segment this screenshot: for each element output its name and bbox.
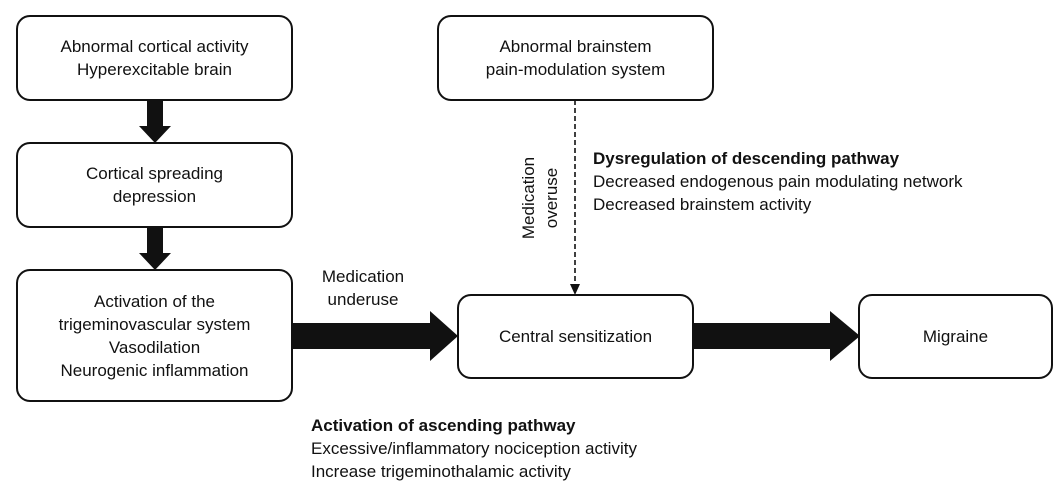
arrow-cortical-to-spreading <box>139 100 171 143</box>
annotation-title: Activation of ascending pathway <box>311 416 576 435</box>
annotation-line: Decreased endogenous pain modulating net… <box>593 172 963 191</box>
node-text-line: Hyperexcitable brain <box>77 60 232 79</box>
node-text-line: Abnormal cortical activity <box>60 37 249 56</box>
annotation-ascending-pathway: Activation of ascending pathway Excessiv… <box>311 414 637 483</box>
arrow-overuse-head <box>570 284 580 295</box>
annotation-title: Dysregulation of descending pathway <box>593 149 900 168</box>
node-central-sensitization: Central sensitization <box>457 294 694 379</box>
node-text-line: Cortical spreading <box>85 164 223 183</box>
arrow-spreading-to-trigeminovascular <box>139 228 171 270</box>
label-medication-underuse: Medication underuse <box>312 265 414 311</box>
node-text-line: Abnormal brainstem <box>499 37 652 56</box>
node-text-line: pain-modulation system <box>485 60 666 79</box>
node-abnormal-brainstem: Abnormal brainstem pain-modulation syste… <box>437 15 714 101</box>
node-text-line: Neurogenic inflammation <box>60 360 249 380</box>
node-trigeminovascular-activation: Activation of the trigeminovascular syst… <box>16 269 293 402</box>
label-line: overuse <box>542 167 561 229</box>
arrow-underuse-to-central <box>293 311 458 361</box>
node-migraine: Migraine <box>858 294 1053 379</box>
node-text-line: trigeminovascular system <box>58 314 251 334</box>
node-text-line: Vasodilation <box>108 337 201 357</box>
label-line: underuse <box>327 290 399 309</box>
node-text-line: depression <box>112 187 197 206</box>
annotation-line: Increase trigeminothalamic activity <box>311 462 571 481</box>
label-line: Medication <box>519 156 538 240</box>
label-medication-overuse: Medication overuse <box>517 157 563 239</box>
annotation-line: Decreased brainstem activity <box>593 195 812 214</box>
node-text-line: Migraine <box>922 327 989 346</box>
node-abnormal-cortical-activity: Abnormal cortical activity Hyperexcitabl… <box>16 15 293 101</box>
annotation-line: Excessive/inflammatory nociception activ… <box>311 439 637 458</box>
node-text-line: Central sensitization <box>498 327 653 346</box>
label-line: Medication <box>321 267 405 286</box>
node-cortical-spreading-depression: Cortical spreading depression <box>16 142 293 228</box>
arrow-central-to-migraine <box>693 311 860 361</box>
annotation-descending-pathway: Dysregulation of descending pathway Decr… <box>593 147 963 216</box>
node-text-line: Activation of the <box>94 291 215 311</box>
